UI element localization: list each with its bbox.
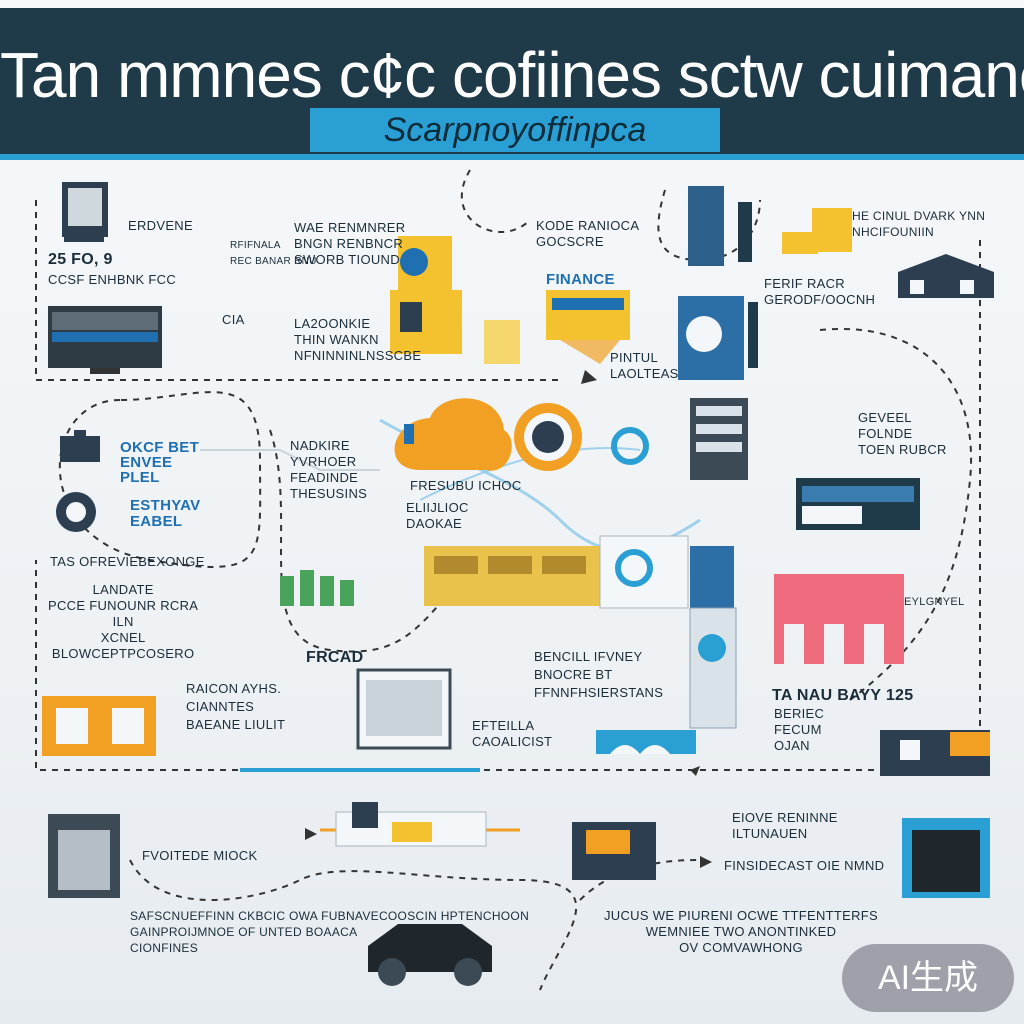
train-icon (424, 535, 734, 609)
gallery-icon (902, 818, 990, 898)
label: 25 Fo, 9 (48, 251, 113, 268)
label: EYLGNYEL (904, 596, 965, 608)
conveyor-icon (335, 802, 487, 847)
flow-path (129, 859, 578, 991)
label: GEVEEL FOLNDE TOEN RUBCR (858, 410, 947, 457)
label: FINANCE (546, 271, 615, 288)
label: JUCUS WE PIURENI OCWE TTFENTTERFS WEMNIE… (604, 908, 878, 955)
church-icon (48, 814, 120, 898)
tv-screen-icon (48, 306, 162, 374)
arrow-head (690, 766, 700, 776)
dashed-frame (35, 200, 560, 381)
label: CCSF ENHBNK FCC (48, 272, 177, 287)
label: LANDATE PCCE FUNOUNR RCRA ILN XCNEL BLOW… (48, 582, 199, 661)
car-icon (368, 924, 492, 986)
gear-building-icon (390, 236, 520, 364)
label: EFTEILLA CAOALICIST (472, 718, 553, 749)
label: EIOVE RENINNE ILTUNAUEN (732, 810, 838, 841)
bridge-icon (596, 730, 696, 754)
container-ship-icon (796, 478, 920, 530)
ai-generated-badge: AI生成 (842, 944, 1014, 1012)
bottles-icon (280, 570, 354, 606)
label: RFIFNALA REC BANAR RNU (230, 240, 317, 267)
pink-factory-icon (774, 574, 904, 664)
label: ERDVENE (128, 218, 193, 233)
label: BERIEC FECUM OJAN (774, 706, 825, 753)
cloud-brain-icon (394, 398, 512, 471)
arrow-head (305, 828, 317, 840)
spreadsheet-icon (356, 668, 452, 750)
label: FERIF RACR GERODF/OOCNH (764, 276, 876, 307)
label: OKCF BET ENVEE PLEL (120, 439, 200, 486)
label: FINSIDECAST OIE NMND (724, 858, 885, 873)
harbor-icon (611, 398, 748, 480)
header-banner: Tan mmnes c¢c cofiines sctw cuimane: Sca… (0, 8, 1024, 158)
label: NADKIRE YVRHOER FEADINDE THESUSINS (290, 438, 368, 501)
phone-icon (60, 430, 100, 462)
arrow-head (581, 370, 597, 384)
header-divider (0, 154, 1024, 160)
label: WAE RENMNRER BNGN RENBNCR SWORB TIOUND (294, 220, 406, 267)
arrow-head (700, 856, 712, 868)
factory-icon (546, 290, 630, 364)
page-title: Tan mmnes c¢c cofiines sctw cuimane: (0, 39, 1024, 111)
label: FRESUBU ICHOC (410, 478, 522, 493)
label: FVOITEDE MIOCK (142, 848, 258, 863)
label: BENCILL IFVNEY BNOCRE BT FFNNFHSIERSTANS (534, 649, 664, 700)
monitor-icon (62, 182, 108, 242)
label: FRCAD (306, 649, 364, 666)
label: SAFSCNUEFFINN CKBCIC OWA FUBNAVECOOSCIN … (130, 909, 530, 955)
label: KODE RANIOCA GOCSCRE (536, 218, 640, 249)
label: ELIIJLIOC DAOKAE (406, 500, 469, 531)
industrial-unit-icon (678, 296, 758, 380)
page-subtitle: Scarpnoyoffinpca (310, 108, 720, 152)
server-icon (880, 730, 990, 776)
label: ESTHYAV EABEL (130, 497, 201, 530)
truck-icon (572, 822, 656, 880)
label: HE CINUL DVARK YNN NHCIFOUNIIN (852, 209, 986, 239)
label: TA NAU BAYY 125 (772, 687, 914, 704)
label: TAS OFREVIEBEXONGE (50, 554, 205, 569)
label: PINTUL LAOLTEAS (610, 350, 679, 381)
flow-path (461, 169, 531, 233)
skyscraper-icon (689, 607, 737, 729)
camera-icon (56, 492, 96, 532)
flow-path (819, 327, 973, 701)
dashed-frame-right (35, 240, 981, 771)
label: CIA (222, 312, 245, 327)
label: LA2OONKIE THIN WANKN NFNINNINLNSSCBE (294, 316, 422, 363)
house-icon (898, 254, 994, 298)
power-plant-icon (688, 186, 852, 266)
globe-icon (514, 403, 582, 471)
data-line (419, 447, 641, 501)
label: RAICON AYHS. CIANNTES BAEANE LIULIT (186, 681, 286, 732)
data-line (200, 449, 380, 471)
house-icon (42, 696, 156, 756)
